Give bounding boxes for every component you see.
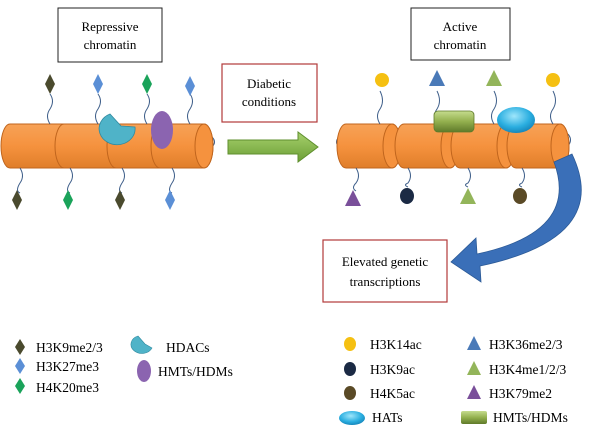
diamond-icon: [63, 190, 73, 210]
elevated-transcriptions-box: Elevated genetic transcriptions: [322, 239, 448, 303]
legend-label: H4K5ac: [370, 386, 415, 401]
triangle-icon: [460, 188, 476, 204]
triangle-icon: [486, 70, 502, 86]
legend-label: H3K9me2/3: [36, 340, 103, 355]
active-label-line2: chromatin: [434, 37, 487, 52]
circle-icon: [344, 386, 356, 400]
repressive-label-line2: chromatin: [84, 37, 137, 52]
circle-icon: [344, 362, 356, 376]
repressive-chromatin-box: Repressive chromatin: [57, 7, 163, 63]
diamond-icon: [15, 378, 25, 394]
elevated-label-line1: Elevated genetic: [342, 254, 428, 269]
triangle-icon: [467, 336, 481, 350]
elevated-label-line2: transcriptions: [350, 274, 421, 289]
circle-icon: [344, 337, 356, 351]
circle-icon: [400, 188, 414, 204]
triangle-icon: [467, 361, 481, 375]
diabetic-label-line1: Diabetic: [247, 76, 291, 91]
diabetic-label-line2: conditions: [242, 94, 296, 109]
diabetic-conditions-box: Diabetic conditions: [221, 63, 318, 123]
active-chromatin-box: Active chromatin: [410, 7, 511, 61]
legend-label: H3K9ac: [370, 362, 415, 377]
rect-icon: [461, 411, 487, 424]
hat-ellipse-icon: [497, 107, 535, 133]
circle-icon: [513, 188, 527, 204]
triangle-icon: [429, 70, 445, 86]
curved-arrow: [450, 153, 582, 283]
triangle-icon: [467, 385, 481, 399]
diamond-icon: [45, 74, 55, 94]
diamond-icon: [142, 74, 152, 94]
active-label-line1: Active: [443, 19, 478, 34]
legend-label: H3K27me3: [36, 359, 99, 374]
legend-label: H3K36me2/3: [489, 337, 563, 352]
hmt-hdm-ellipse-icon: [151, 111, 173, 149]
legend-label: H3K14ac: [370, 337, 422, 352]
diamond-icon: [115, 190, 125, 210]
legend-label: H4K20me3: [36, 380, 99, 395]
legend-label: HDACs: [166, 340, 210, 355]
diamond-icon: [93, 74, 103, 94]
circle-icon: [375, 73, 389, 87]
triangle-icon: [345, 190, 361, 206]
active-nucleosome-array: [336, 70, 571, 206]
hmt-hdm-rect-icon: [433, 110, 475, 133]
nucleosome-cylinder: [336, 123, 402, 169]
repressive-label-line1: Repressive: [81, 19, 138, 34]
diamond-icon: [185, 76, 195, 96]
legend-label: HATs: [372, 410, 403, 425]
ellipse-icon: [137, 360, 151, 382]
transition-arrow: [227, 131, 319, 163]
diamond-icon: [15, 358, 25, 374]
legend-label: HMTs/HDMs: [493, 410, 568, 425]
circle-icon: [546, 73, 560, 87]
diamond-icon: [12, 190, 22, 210]
legend-label: HMTs/HDMs: [158, 364, 233, 379]
diamond-icon: [15, 339, 25, 355]
ellipse-icon: [339, 411, 365, 425]
legend-label: H3K79me2: [489, 386, 552, 401]
legend-left: H3K9me2/3 H3K27me3 H4K20me3 HDACs HMTs/H…: [15, 335, 233, 395]
repressive-nucleosome-array: [0, 74, 215, 210]
hdac-pacman-icon: [98, 113, 136, 146]
legend-label: H3K4me1/2/3: [489, 362, 566, 377]
diamond-icon: [165, 190, 175, 210]
pacman-icon: [130, 335, 153, 354]
legend-right: H3K14ac H3K9ac H4K5ac HATs H3K36me2/3 H3…: [339, 336, 568, 425]
